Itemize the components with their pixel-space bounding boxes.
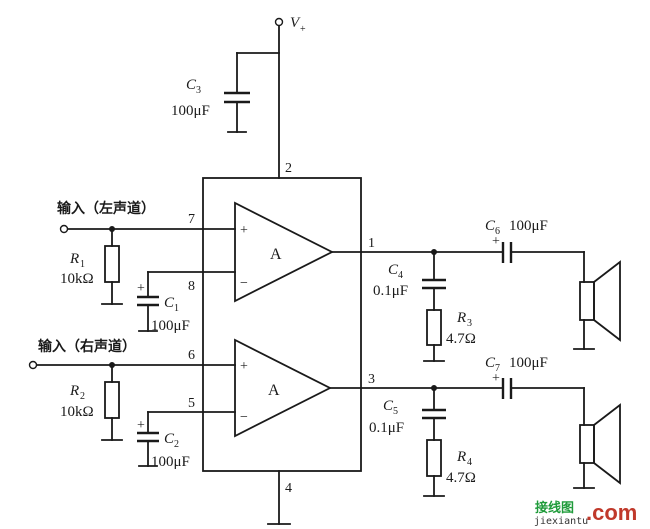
r4-name: R — [456, 449, 466, 465]
right-input: 输入（右声道） 6 — [28, 338, 204, 370]
capacitor-c2: 5 + C 2 100μF — [137, 396, 204, 470]
r1-value: 10kΩ — [60, 271, 94, 287]
r2-name: R — [69, 383, 79, 399]
r3-name: R — [456, 310, 466, 326]
c5-sub: 5 — [393, 406, 398, 417]
watermark-url: jiexiantu — [534, 516, 588, 527]
amp-lower-label: A — [268, 382, 280, 399]
c2-polarity: + — [137, 418, 145, 433]
capacitor-c1: 8 + C 1 100μF — [137, 271, 204, 334]
c3-sub: 3 — [196, 85, 201, 96]
r3-value: 4.7Ω — [446, 331, 476, 347]
c7-polarity: + — [492, 371, 500, 386]
speaker-lower-icon — [579, 403, 621, 485]
c1-name: C — [164, 295, 175, 311]
watermark-logo: 接线图 jiexiantu .com — [534, 500, 637, 527]
c4-name: C — [388, 262, 399, 278]
c6-sub: 6 — [495, 226, 500, 237]
c2-sub: 2 — [174, 439, 179, 450]
c5-value: 0.1μF — [369, 420, 404, 436]
r2-sub: 2 — [80, 391, 85, 402]
supply-label: V — [290, 15, 301, 31]
left-input: 输入（左声道） 7 — [57, 200, 204, 234]
c5-name: C — [383, 398, 394, 414]
c1-value: 100μF — [151, 318, 190, 334]
supply-rail: V + — [236, 15, 306, 179]
c7-value: 100μF — [509, 355, 548, 371]
output-upper: 1 C 4 0.1μF R 3 4.7Ω + C 6 100μF — [360, 218, 595, 362]
c7-name: C — [485, 355, 496, 371]
watermark-domain: .com — [586, 500, 637, 525]
watermark-cn: 接线图 — [535, 500, 574, 516]
c1-polarity: + — [137, 281, 145, 296]
c1-sub: 1 — [174, 303, 179, 314]
capacitor-c3: C 3 100μF — [171, 52, 250, 133]
left-input-label: 输入（左声道） — [57, 200, 155, 217]
amplifier-upper: A + − — [202, 201, 362, 303]
amp-upper-plus: + — [240, 223, 248, 238]
pin-4-label: 4 — [285, 481, 292, 496]
right-input-terminal[interactable] — [28, 360, 38, 370]
ic-package: 2 4 — [202, 161, 362, 525]
c3-name: C — [186, 77, 197, 93]
pin-2-label: 2 — [285, 161, 292, 176]
r3-sub: 3 — [467, 318, 472, 329]
amp-lower-plus: + — [240, 359, 248, 374]
pin-6-label: 6 — [188, 348, 195, 363]
pin-8-label: 8 — [188, 279, 195, 294]
speaker-upper-icon — [579, 260, 621, 342]
pin-3-label: 3 — [368, 372, 375, 387]
c4-sub: 4 — [398, 270, 403, 281]
c2-value: 100μF — [151, 454, 190, 470]
output-lower: 3 C 5 0.1μF R 4 4.7Ω + C 7 100μF — [360, 355, 595, 497]
c6-polarity: + — [492, 234, 500, 249]
r4-sub: 4 — [467, 457, 472, 468]
c3-value: 100μF — [171, 103, 210, 119]
amp-upper-label: A — [270, 246, 282, 263]
resistor-r2: R 2 10kΩ — [60, 364, 123, 441]
r1-name: R — [69, 251, 79, 267]
r2-value: 10kΩ — [60, 404, 94, 420]
pin-5-label: 5 — [188, 396, 195, 411]
c6-name: C — [485, 218, 496, 234]
right-input-label: 输入（右声道） — [38, 338, 136, 355]
c2-name: C — [164, 431, 175, 447]
r4-value: 4.7Ω — [446, 470, 476, 486]
amplifier-lower: A + − — [202, 338, 362, 438]
c4-value: 0.1μF — [373, 283, 408, 299]
c6-value: 100μF — [509, 218, 548, 234]
supply-sub: + — [300, 24, 306, 35]
resistor-r1: R 1 10kΩ — [60, 228, 123, 305]
c7-sub: 7 — [495, 363, 500, 374]
pin-7-label: 7 — [188, 212, 195, 227]
pin-1-label: 1 — [368, 236, 375, 251]
amp-upper-minus: − — [240, 276, 248, 291]
r1-sub: 1 — [80, 259, 85, 270]
amp-lower-minus: − — [240, 410, 248, 425]
left-input-terminal[interactable] — [59, 224, 69, 234]
